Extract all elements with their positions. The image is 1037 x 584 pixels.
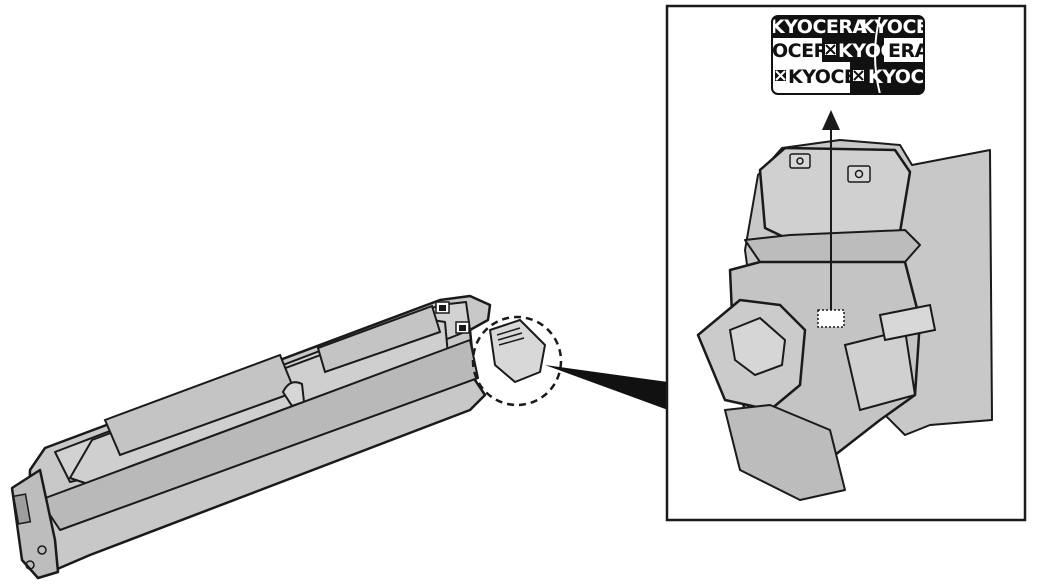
kyocera-logo-icon [775, 70, 786, 81]
lock-icon [789, 153, 811, 169]
label-row-1-text: KYOCERA [770, 16, 868, 38]
callout-wedge [545, 365, 668, 410]
closeup-top-block [758, 146, 912, 242]
closeup-lower-block [724, 404, 846, 501]
label-row-2-text: ERA [888, 40, 930, 62]
lock-icon [455, 321, 470, 334]
cartridge-grip-ribs [496, 327, 525, 346]
detail-inset: KYOCERA KYOCERA OCERA KYOC ERA KYOCERA K… [665, 4, 1027, 522]
end-cap-hole [37, 545, 47, 555]
arrow-up-icon [822, 110, 840, 310]
chip-location-marker [817, 309, 845, 328]
lock-icon [847, 165, 871, 183]
toner-cartridge [10, 294, 563, 580]
kyocera-logo-icon [853, 70, 864, 81]
lock-icon [435, 301, 450, 314]
end-cap-hole [25, 560, 35, 570]
closeup-gear-face [728, 316, 787, 377]
chip-label: KYOCERA KYOCERA OCERA KYOC ERA KYOCERA K… [770, 15, 936, 95]
label-row-3-text: KYOCE [868, 66, 936, 88]
label-row-2-text: KYOC [838, 40, 894, 62]
closeup-right-rail [878, 303, 937, 342]
cartridge-window-right [316, 304, 442, 374]
kyocera-logo-icon [825, 44, 836, 55]
end-cap-slot [12, 493, 32, 525]
cartridge-lower-edge [39, 339, 479, 531]
cartridge-end-closeup [696, 139, 993, 501]
cartridge-chip-block [489, 319, 546, 383]
cartridge-tab [281, 381, 306, 408]
highlight-circle [471, 315, 563, 407]
